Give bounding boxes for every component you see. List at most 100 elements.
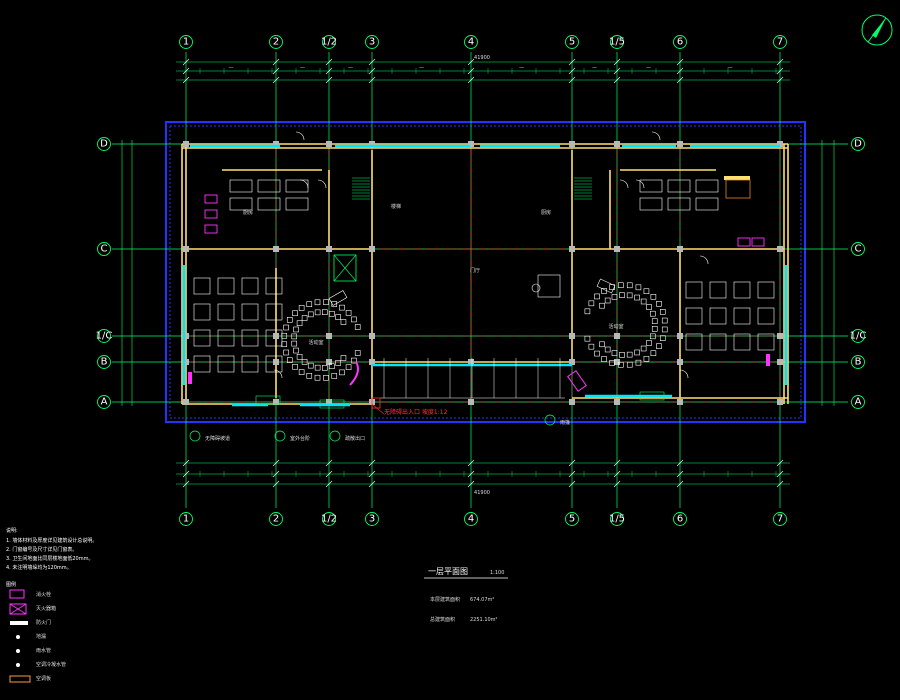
structural-column [369, 246, 375, 252]
door-swing [273, 369, 283, 379]
seat [307, 311, 314, 318]
grid-bubble-right-label: D [854, 139, 862, 150]
seat [584, 308, 591, 315]
seat [281, 341, 288, 348]
seat [331, 373, 338, 379]
desk-right [733, 281, 751, 299]
dimension-tick [325, 459, 333, 467]
grid-bubble-right [851, 395, 865, 409]
grid-bubble-bottom [179, 512, 193, 526]
structural-column [777, 246, 783, 252]
grid-bubble-top-label: 1/5 [609, 37, 625, 48]
area-label: 本层建筑面积 [430, 596, 460, 603]
dimension-tick [776, 58, 784, 66]
structural-column [569, 399, 575, 405]
kitchen-cabinet-right [667, 179, 691, 193]
room-labels: 厨房厨房门厅活动室活动室楼梯无障碍坡道室外台阶疏散出口雨篷无障碍出入口 坡度1:… [189, 203, 624, 442]
seat [651, 318, 658, 324]
legend-symbol-band [10, 621, 28, 625]
structural-column [468, 359, 474, 365]
elevator-shaft [333, 254, 357, 282]
chair [531, 283, 541, 293]
seat [604, 297, 611, 304]
room-label-stair: 楼梯 [391, 203, 401, 210]
red-annotation: 无障碍出入口 坡度1:12 [384, 408, 448, 416]
seat [314, 309, 321, 316]
grid-bubble-left-label: C [101, 244, 108, 255]
elevator-cross [333, 254, 357, 282]
grid-bubble-right-label: A [855, 397, 862, 408]
door-swing [651, 131, 661, 141]
dimension-tick [368, 470, 376, 478]
seat [298, 369, 305, 375]
structural-column [777, 141, 783, 147]
grid-bubble-top [365, 35, 379, 49]
seat [650, 294, 657, 300]
fire-door [188, 372, 192, 384]
callout-c4: 雨篷 [560, 419, 570, 426]
structural-column [183, 141, 189, 147]
seat [345, 310, 352, 316]
seat [354, 350, 361, 356]
structural-column [369, 359, 375, 365]
dimension-tick [613, 67, 621, 75]
red-leader [371, 403, 385, 415]
dimension-tick [467, 459, 475, 467]
grid-bubble-top [673, 35, 687, 49]
legend-symbol-cross-line [9, 603, 27, 615]
kitchen-cabinet-right [695, 197, 719, 211]
grid-bubble-bottom [565, 512, 579, 526]
seat [649, 310, 656, 317]
grid-bubble-top [565, 35, 579, 49]
seat [611, 294, 618, 300]
dimension-tick [182, 480, 190, 488]
fire-hydrant-box [204, 194, 218, 204]
grid-bubble-bottom [322, 512, 336, 526]
seat [635, 284, 642, 291]
dimension-tick [568, 480, 576, 488]
fire-hydrant-box [204, 224, 218, 234]
grid-bubble-bottom-label: 3 [369, 514, 375, 525]
grid-bubble-top-label: 4 [468, 37, 474, 48]
grid-bubble-bottom [365, 512, 379, 526]
dimension-tick [325, 470, 333, 478]
seat [626, 282, 633, 289]
kitchen-cabinet-right [639, 179, 663, 193]
structural-column [677, 333, 683, 339]
seat [281, 332, 288, 339]
structural-column [569, 246, 575, 252]
seat [314, 299, 321, 306]
grid-bubble-top [464, 35, 478, 49]
structural-column [569, 141, 575, 147]
seat [339, 304, 345, 311]
desk-left [217, 329, 235, 347]
kitchen-cabinet-right [667, 197, 691, 211]
desk-left [193, 355, 211, 373]
grid-bubble-top-label: 1 [183, 37, 189, 48]
seat [646, 340, 652, 346]
door-swing [635, 179, 645, 189]
seat [656, 301, 662, 307]
dimension-tick [676, 480, 684, 488]
note-line: 2. 门窗编号及尺寸详见门窗表。 [6, 546, 77, 553]
seat [329, 363, 335, 370]
desk-left [193, 303, 211, 321]
seat [640, 345, 647, 352]
structural-column [569, 359, 575, 365]
grid-bubble-left [97, 329, 111, 343]
fire-hydrant-box [204, 209, 218, 219]
grid-bubble-bottom-label: 1/5 [609, 514, 625, 525]
seat [322, 309, 328, 315]
structural-column [183, 359, 189, 365]
dimension-tick [467, 76, 475, 84]
legend-label: 地漏 [36, 633, 46, 640]
seat [594, 293, 600, 300]
desk-right [709, 281, 727, 299]
dimension-total-bottom: 41900 [474, 490, 490, 496]
dimension-tick [568, 470, 576, 478]
structural-column [614, 333, 620, 339]
dimension-tick [568, 67, 576, 75]
seat [292, 310, 298, 317]
structural-column [777, 359, 783, 365]
